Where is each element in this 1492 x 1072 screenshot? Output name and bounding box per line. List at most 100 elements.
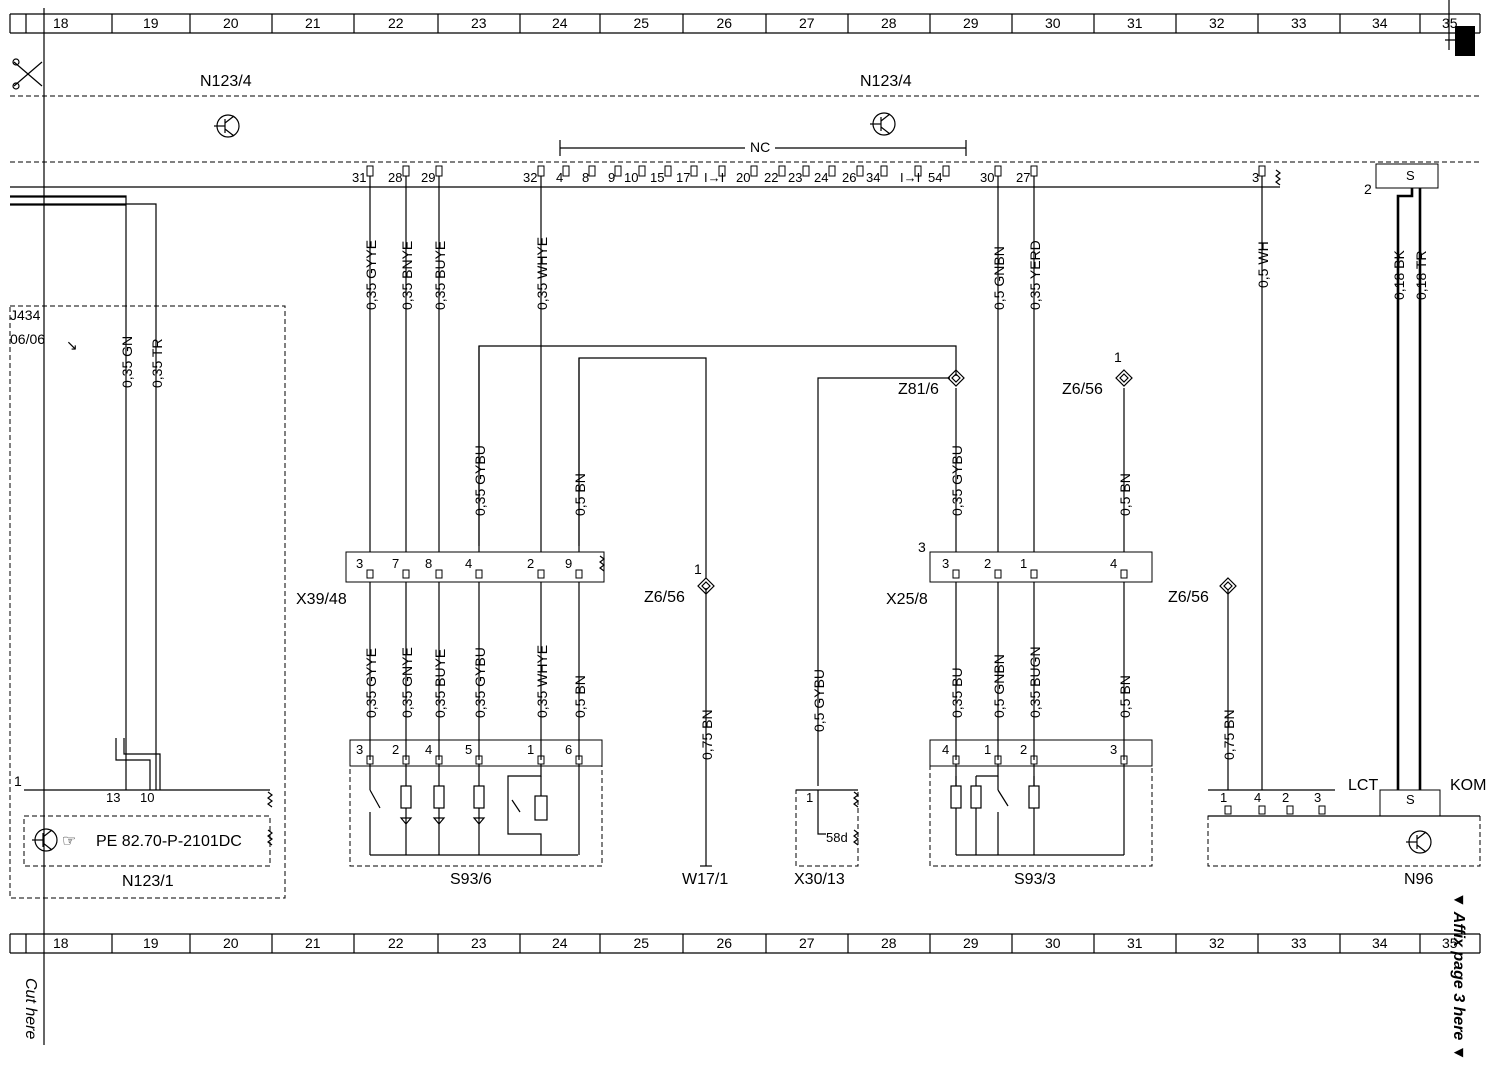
- grid-column-28: 28: [881, 935, 897, 951]
- x39-pin-5: 9: [565, 556, 572, 571]
- wire-label-top-8: 0,5 BN: [572, 473, 588, 516]
- wire-label-top-9: 0,35 GYBU: [949, 445, 965, 516]
- wire-label-035-tr: 0,35 TR: [149, 338, 165, 388]
- x25-pin-1: 2: [984, 556, 991, 571]
- grid-column-27: 27: [799, 935, 815, 951]
- wire-label-top-5: 0,35 YERD: [1027, 240, 1043, 310]
- s936-pin-1: 2: [392, 742, 399, 757]
- s936-pin-2: 4: [425, 742, 432, 757]
- top-pin-3: 32: [523, 170, 537, 185]
- top-pin-0: 31: [352, 170, 366, 185]
- grid-column-33: 33: [1291, 935, 1307, 951]
- transistor-icon: [32, 828, 58, 852]
- top-pin-21: 3: [1252, 170, 1259, 185]
- grid-column-18: 18: [53, 15, 69, 31]
- wire-label-s933-3: 0,5 BN: [1117, 675, 1133, 718]
- grid-column-31: 31: [1127, 935, 1143, 951]
- wire-label-075-bn-n96: 0,75 BN: [1221, 709, 1237, 760]
- n96-pin-3: 3: [1314, 790, 1321, 805]
- grid-column-30: 30: [1045, 15, 1061, 31]
- s933-pin-1: 1: [984, 742, 991, 757]
- pe-reference: PE 82.70-P-2101DC: [96, 833, 242, 850]
- transistor-icon: [870, 112, 896, 136]
- wire-label-top-4: 0,5 GNBN: [991, 246, 1007, 310]
- grid-column-19: 19: [143, 15, 159, 31]
- n123-1-pin-10: 10: [140, 790, 154, 805]
- module-n123-4-center: N123/4: [860, 73, 912, 90]
- top-pin-18: 54: [928, 170, 942, 185]
- wire-label-s936-0: 0,35 GYYE: [363, 648, 379, 718]
- x30-13-label: X30/13: [794, 871, 845, 888]
- top-pin-15: 26: [842, 170, 856, 185]
- left-ref-j434: J434: [10, 307, 41, 323]
- n96-label: N96: [1404, 871, 1433, 888]
- splice-num-mid: 1: [694, 561, 702, 577]
- n96-pin-0: 1: [1220, 790, 1227, 805]
- wire-label-top-10: 0,5 BN: [1117, 473, 1133, 516]
- top-pin-4: 4: [556, 170, 563, 185]
- top-pin-2: 29: [421, 170, 435, 185]
- top-pin-20: 27: [1016, 170, 1030, 185]
- z81-6-label: Z81/6: [898, 381, 939, 398]
- grid-column-18: 18: [53, 935, 69, 951]
- top-pin-13: 23: [788, 170, 802, 185]
- w17-1-label: W17/1: [682, 871, 728, 888]
- grid-column-27: 27: [799, 15, 815, 31]
- transistor-icon: [1406, 830, 1432, 854]
- x25-pin-3: 4: [1110, 556, 1117, 571]
- grid-column-32: 32: [1209, 935, 1225, 951]
- grid-column-33: 33: [1291, 15, 1307, 31]
- kom-label: KOM: [1450, 777, 1486, 794]
- wire-label-s933-0: 0,35 BU: [949, 667, 965, 718]
- wire-label-top-3: 0,35 WHYE: [534, 237, 550, 310]
- wire-label-075-bn-w17: 0,75 BN: [699, 709, 715, 760]
- wire-label-top-0: 0,35 GYYE: [363, 240, 379, 310]
- top-pin-17: I→I: [900, 170, 920, 185]
- x39-pin-0: 3: [356, 556, 363, 571]
- x25-extra-pin: 3: [918, 539, 926, 555]
- n123-1-label: N123/1: [122, 873, 174, 890]
- n96-pin-1: 4: [1254, 790, 1261, 805]
- top-pin-16: 34: [866, 170, 880, 185]
- nc-label: NC: [750, 139, 770, 155]
- grid-column-28: 28: [881, 15, 897, 31]
- s93-6-label: S93/6: [450, 871, 492, 888]
- affix-page-label: ▼ Affix page 3 here ▼: [1450, 892, 1467, 1061]
- n96-pin-2: 2: [1282, 790, 1289, 805]
- top-pin-1: 28: [388, 170, 402, 185]
- top-pin-5: 8: [582, 170, 589, 185]
- top-pin-10: I→I: [704, 170, 724, 185]
- s93-3-label: S93/3: [1014, 871, 1056, 888]
- wire-label-s936-1: 0,35 GNYE: [399, 647, 415, 718]
- grid-column-24: 24: [552, 15, 568, 31]
- s936-pin-5: 6: [565, 742, 572, 757]
- grid-column-21: 21: [305, 935, 321, 951]
- top-pin-7: 10: [624, 170, 638, 185]
- left-ref-0606: 06/06: [10, 331, 45, 347]
- grid-column-30: 30: [1045, 935, 1061, 951]
- s933-pin-2: 2: [1020, 742, 1027, 757]
- cut-here-label: Cut here: [22, 978, 39, 1039]
- grid-column-20: 20: [223, 15, 239, 31]
- s936-pin-4: 1: [527, 742, 534, 757]
- wire-label-s933-1: 0,5 GNBN: [991, 654, 1007, 718]
- n123-1-pin-1: 1: [14, 773, 22, 789]
- s933-pin-3: 3: [1110, 742, 1117, 757]
- wire-label-035-gn: 0,35 GN: [119, 336, 135, 388]
- x39-pin-2: 8: [425, 556, 432, 571]
- s936-pin-0: 3: [356, 742, 363, 757]
- x39-pin-1: 7: [392, 556, 399, 571]
- wire-label-top-6: 0,5 WH: [1255, 241, 1271, 288]
- transistor-icon: [214, 114, 240, 138]
- n96-top-2: 2: [1364, 181, 1372, 197]
- z6-56-label-right: Z6/56: [1168, 589, 1209, 606]
- top-pin-12: 22: [764, 170, 778, 185]
- grid-column-22: 22: [388, 935, 404, 951]
- wire-label-05-gybu-x30: 0,5 GYBU: [811, 669, 827, 732]
- top-pin-14: 24: [814, 170, 828, 185]
- grid-column-21: 21: [305, 15, 321, 31]
- module-n123-4-left: N123/4: [200, 73, 252, 90]
- s936-pin-3: 5: [465, 742, 472, 757]
